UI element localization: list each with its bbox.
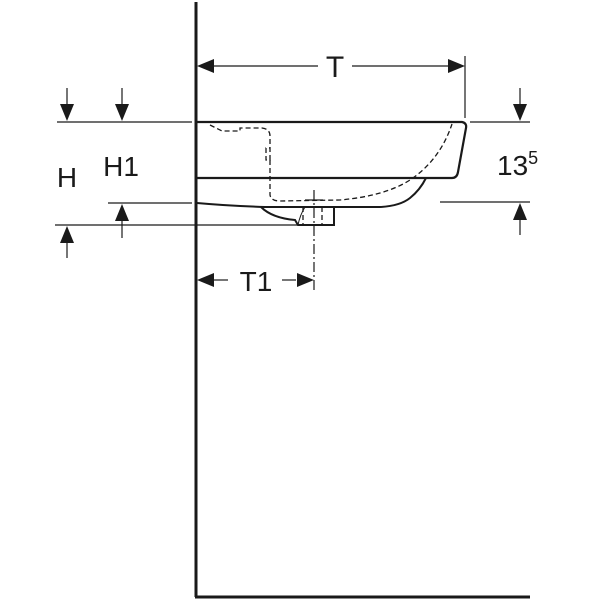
wall (194, 2, 530, 599)
dimension-t1: T1 (197, 266, 314, 297)
arrow-up-icon (115, 204, 129, 221)
drain-centerline (305, 190, 323, 290)
arrow-left-icon (197, 59, 214, 73)
arrow-down-icon (115, 104, 129, 121)
label-t1: T1 (240, 266, 273, 297)
arrow-right-icon (297, 273, 314, 287)
basin-hidden-contour (209, 123, 453, 225)
arrow-up-icon (513, 203, 527, 220)
dimension-h: H (57, 88, 77, 258)
label-rim-height: 135 (497, 148, 538, 181)
basin-body (196, 120, 468, 226)
arrow-down-icon (513, 104, 527, 121)
dimension-t: T (197, 51, 466, 118)
arrow-down-icon (60, 104, 74, 121)
dimension-h1: H1 (103, 88, 139, 238)
arrow-up-icon (60, 226, 74, 243)
dimension-rim-height: 135 (497, 88, 538, 235)
label-h: H (57, 162, 77, 193)
arrow-right-icon (448, 59, 465, 73)
arrow-left-icon (197, 273, 214, 287)
label-t: T (326, 51, 344, 84)
label-h1: H1 (103, 151, 139, 182)
reference-lines (55, 121, 530, 226)
